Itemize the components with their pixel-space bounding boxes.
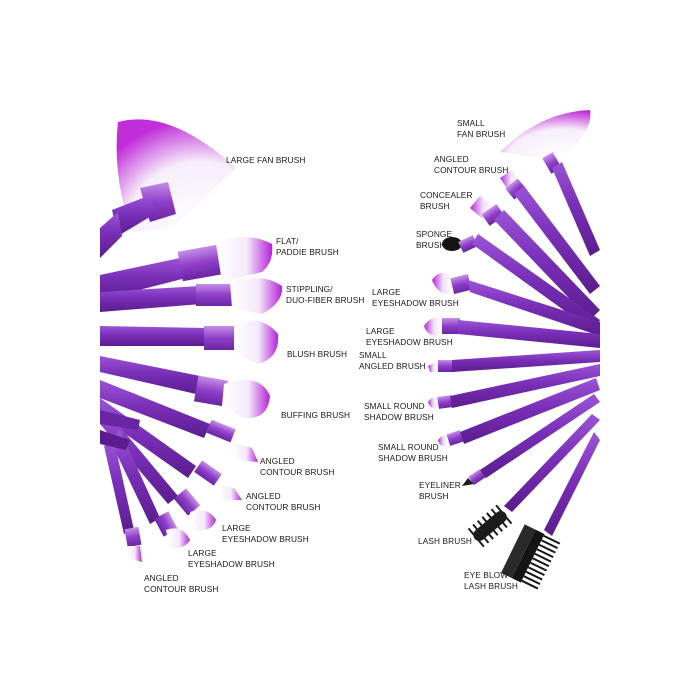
label-line: LARGE: [188, 548, 217, 558]
label-lash-brush: LASH BRUSH: [418, 536, 472, 547]
label-line: EYESHADOW BRUSH: [366, 337, 453, 347]
label-line: DUO-FIBER BRUSH: [286, 295, 365, 305]
lash-brush: [467, 414, 600, 548]
label-angled-contour-brush-3: ANGLED CONTOUR BRUSH: [144, 573, 218, 595]
label-blush-brush: BLUSH BRUSH: [287, 349, 347, 360]
label-concealer-brush: CONCEALER BRUSH: [420, 190, 473, 212]
flat-paddle-brush: [100, 237, 273, 300]
eye-blow-lash-brush: [501, 432, 600, 590]
label-large-eyeshadow-brush-r1: LARGE EYESHADOW BRUSH: [372, 287, 459, 309]
large-eyeshadow-brush-r1: [432, 272, 600, 336]
label-eye-blow-lash-brush: EYE BLOW LASH BRUSH: [464, 570, 518, 592]
label-line: CONTOUR BRUSH: [246, 502, 321, 512]
label-line: SMALL: [359, 350, 387, 360]
small-round-shadow-brush-1: [428, 364, 600, 409]
label-sponge-brush: SPONGE BRUSH: [416, 229, 452, 251]
label-line: SPONGE: [416, 229, 453, 239]
label-line: FLAT/: [276, 236, 299, 246]
sponge-brush: [442, 234, 600, 332]
label-line: BRUSH: [419, 491, 449, 501]
label-line: SMALL ROUND: [364, 401, 425, 411]
large-fan-brush: [100, 119, 236, 258]
label-line: CONTOUR BRUSH: [434, 165, 509, 175]
label-line: SMALL: [457, 118, 485, 128]
concealer-brush: [470, 196, 600, 320]
label-buffing-brush: BUFFING BRUSH: [281, 410, 350, 421]
label-line: SMALL ROUND: [378, 442, 439, 452]
label-line: LARGE FAN BRUSH: [226, 155, 306, 165]
label-line: PADDIE BRUSH: [276, 247, 339, 257]
small-fan-brush: [500, 110, 600, 256]
blush-brush: [100, 320, 279, 364]
label-line: LARGE: [366, 326, 395, 336]
label-flat-paddle-brush: FLAT/ PADDIE BRUSH: [276, 236, 339, 258]
label-eyeliner-brush: EYELINER BRUSH: [419, 480, 461, 502]
large-eyeshadow-brush-r2: [424, 317, 600, 348]
label-small-round-shadow-brush-2: SMALL ROUND SHADOW BRUSH: [378, 442, 448, 464]
label-line: LARGE: [222, 523, 251, 533]
label-line: FAN BRUSH: [457, 129, 506, 139]
label-line: CONTOUR BRUSH: [260, 467, 335, 477]
label-stippling-brush: STIPPLING/ DUO-FIBER BRUSH: [286, 284, 364, 306]
buffing-brush: [100, 356, 270, 419]
label-small-angled-brush: SMALL ANGLED BRUSH: [359, 350, 426, 372]
label-large-fan-brush: LARGE FAN BRUSH: [226, 155, 305, 166]
angled-contour-brush-r: [500, 170, 600, 294]
right-brush-group: [424, 110, 600, 590]
label-angled-contour-brush-1: ANGLED CONTOUR BRUSH: [260, 456, 334, 478]
eyeliner-brush: [462, 394, 600, 486]
label-angled-contour-brush-2: ANGLED CONTOUR BRUSH: [246, 491, 320, 513]
label-line: EYESHADOW BRUSH: [188, 559, 275, 569]
label-line: LARGE: [372, 287, 401, 297]
label-line: EYESHADOW BRUSH: [372, 298, 459, 308]
label-line: ANGLED: [434, 154, 469, 164]
label-line: ANGLED: [260, 456, 295, 466]
small-angled-brush: [428, 350, 600, 372]
label-line: SHADOW BRUSH: [364, 412, 434, 422]
label-line: EYE BLOW: [464, 570, 509, 580]
label-line: CONCEALER: [420, 190, 473, 200]
label-line: EYELINER: [419, 480, 461, 490]
label-line: BRUSH: [416, 240, 446, 250]
label-large-eyeshadow-brush-1: LARGE EYESHADOW BRUSH: [222, 523, 309, 545]
left-brush-group: [100, 119, 283, 562]
label-line: SHADOW BRUSH: [378, 453, 448, 463]
angled-contour-brush-1: [100, 380, 258, 462]
label-large-eyeshadow-brush-2: LARGE EYESHADOW BRUSH: [188, 548, 275, 570]
label-small-round-shadow-brush-1: SMALL ROUND SHADOW BRUSH: [364, 401, 434, 423]
label-line: BLUSH BRUSH: [287, 349, 348, 359]
label-angled-contour-brush-r: ANGLED CONTOUR BRUSH: [434, 154, 508, 176]
label-line: LASH BRUSH: [418, 536, 473, 546]
label-line: STIPPLING/: [286, 284, 333, 294]
angled-contour-brush-3: [104, 440, 142, 562]
label-line: ANGLED BRUSH: [359, 361, 426, 371]
label-line: LASH BRUSH: [464, 581, 519, 591]
label-line: ANGLED: [246, 491, 281, 501]
small-round-shadow-brush-2: [438, 378, 600, 447]
label-large-eyeshadow-brush-r2: LARGE EYESHADOW BRUSH: [366, 326, 453, 348]
label-line: BUFFING BRUSH: [281, 410, 351, 420]
stippling-brush: [100, 277, 283, 314]
label-small-fan-brush: SMALL FAN BRUSH: [457, 118, 505, 140]
label-line: ANGLED: [144, 573, 179, 583]
label-line: EYESHADOW BRUSH: [222, 534, 309, 544]
label-line: BRUSH: [420, 201, 450, 211]
large-eyeshadow-brush-2: [110, 430, 190, 549]
label-line: CONTOUR BRUSH: [144, 584, 219, 594]
